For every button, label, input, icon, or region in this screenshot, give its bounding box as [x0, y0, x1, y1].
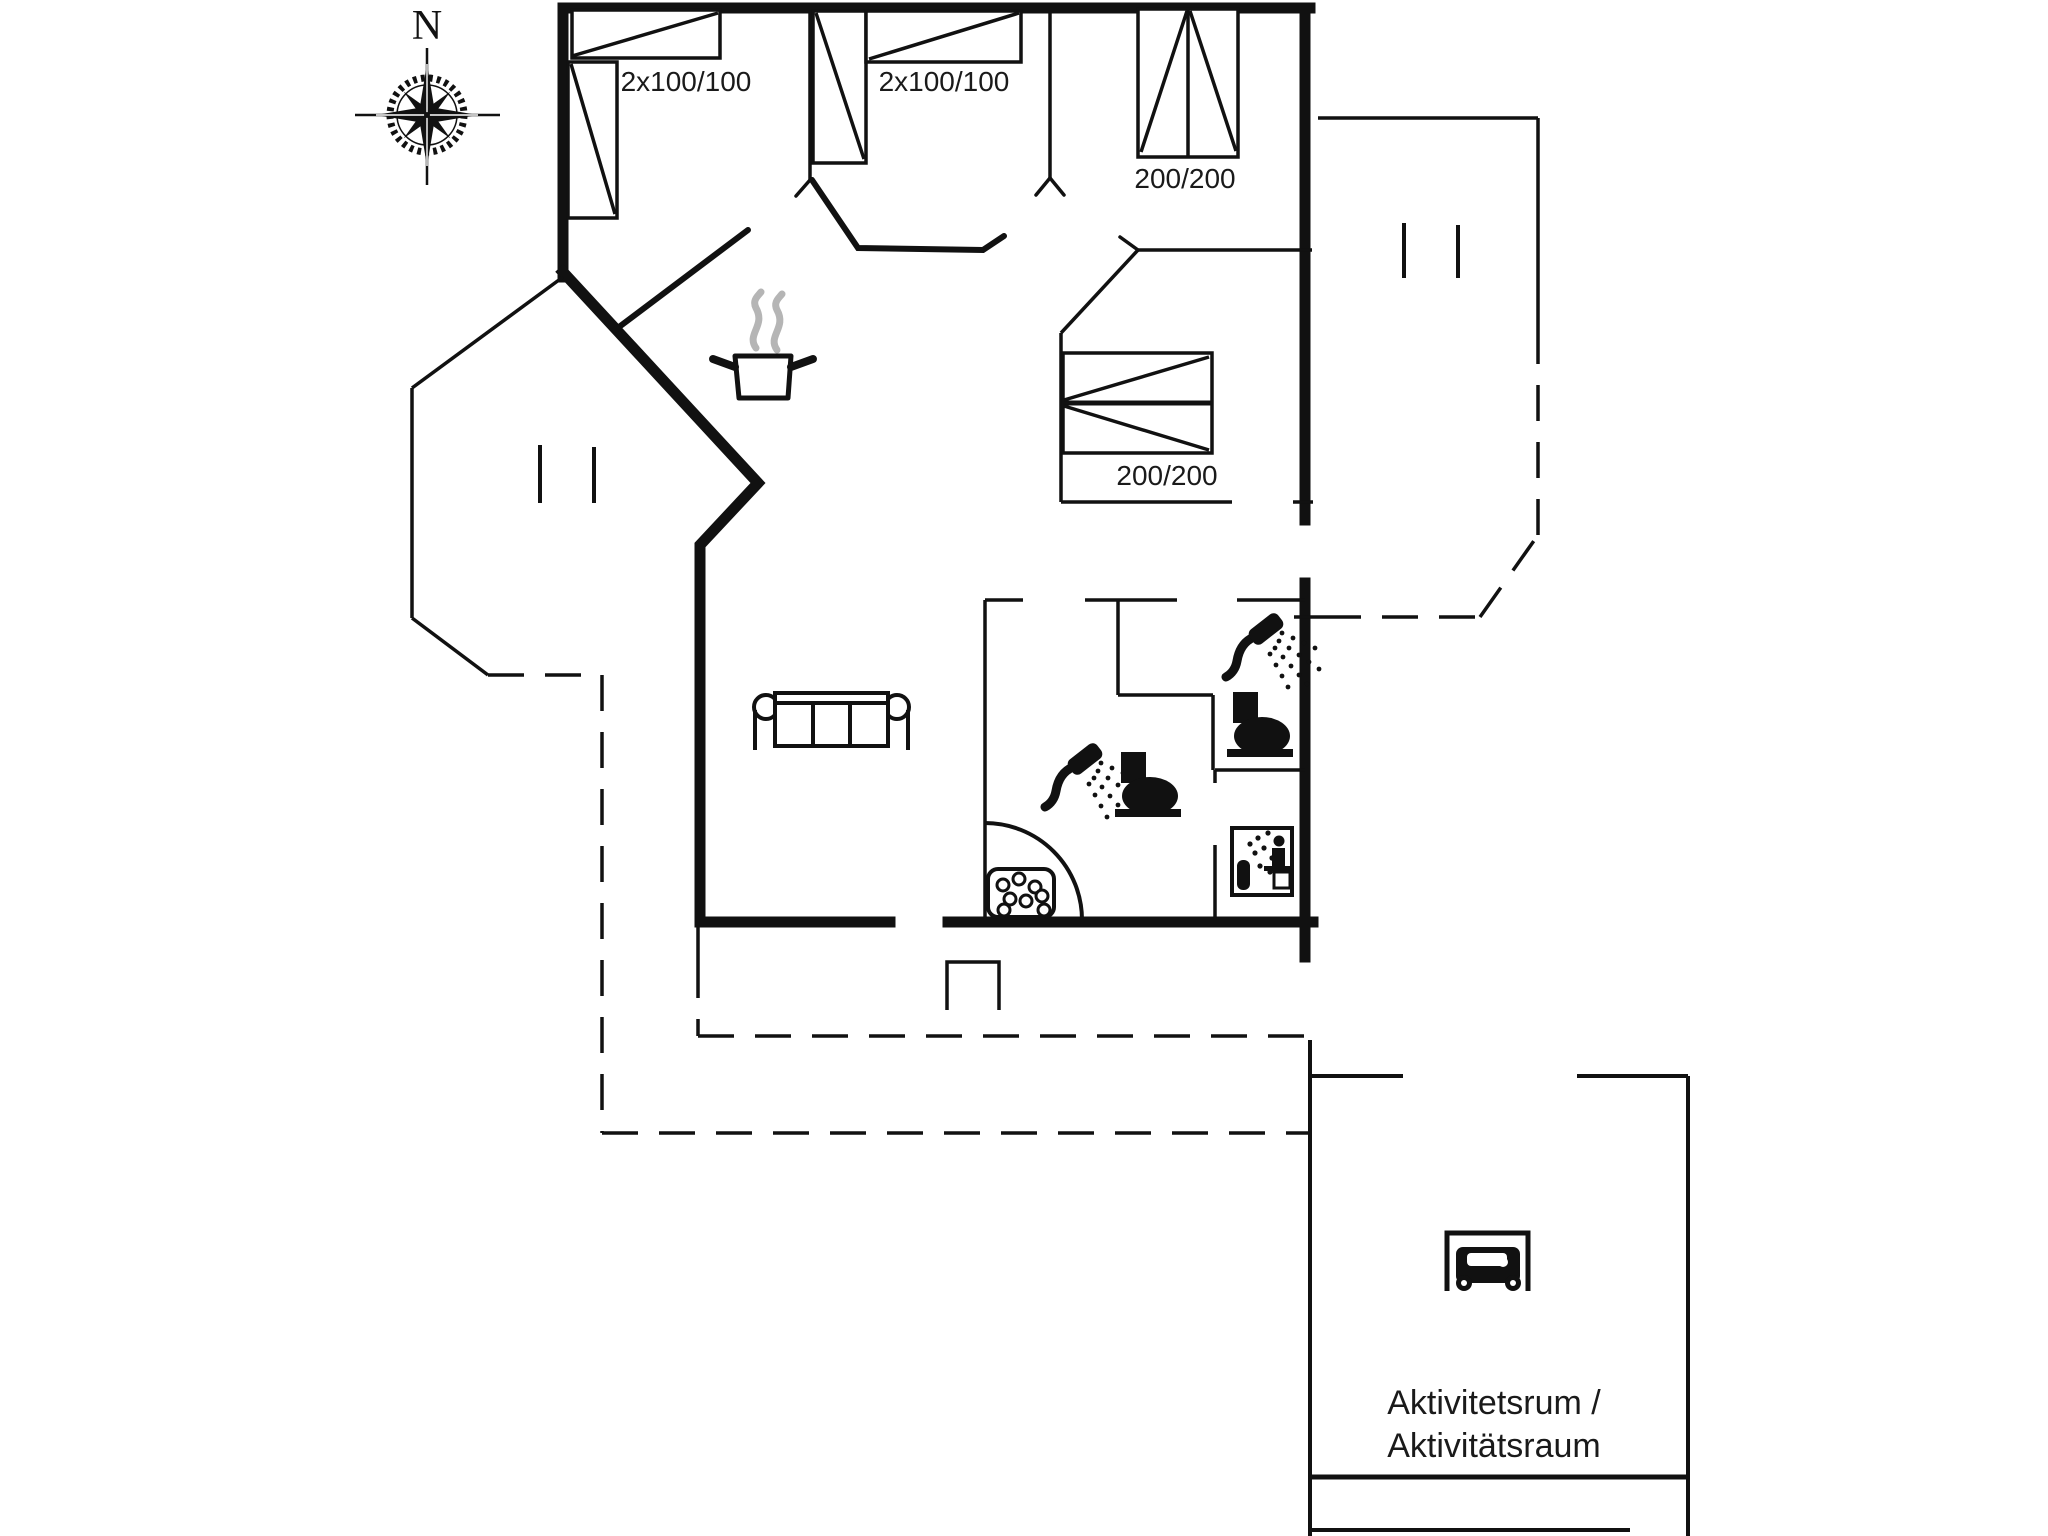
interior-thin-walls — [410, 13, 1540, 962]
bedroom4-bed-size-label: 200/200 — [1116, 460, 1218, 491]
bedroom2-beds-icon — [811, 9, 1023, 165]
bedroom1-bed-size-label: 2x100/100 — [620, 66, 752, 97]
bedroom3-double-bed-icon — [1136, 7, 1240, 159]
door-swing-marks — [794, 176, 1140, 252]
bedroom4-double-bed-icon — [1061, 351, 1214, 455]
bedroom2-bed-size-label: 2x100/100 — [878, 66, 1010, 97]
activity-room-label: Aktivitetsrum / Aktivitätsraum — [1294, 1382, 1694, 1468]
compass-north-label: N — [411, 3, 443, 49]
terrace-dashed-boundaries — [488, 330, 1540, 1135]
sofa-icon — [752, 691, 911, 750]
sauna-icon — [1230, 826, 1294, 897]
bedroom3-bed-size-label: 200/200 — [1134, 163, 1236, 194]
cooking-pot-icon — [709, 288, 817, 401]
activity-room-label-line1: Aktivitetsrum / — [1387, 1384, 1601, 1422]
whirlpool-tub-icon — [984, 821, 1084, 921]
toilet-icon — [1115, 752, 1181, 817]
activity-room-outline — [1308, 1040, 1690, 1536]
window-marks — [538, 223, 1460, 503]
interior-medium-walls — [612, 177, 1007, 333]
entrance-porch-mark — [945, 960, 1001, 1010]
activity-room-label-line2: Aktivitätsraum — [1387, 1427, 1601, 1465]
toilet-icon — [1227, 692, 1293, 757]
car-in-garage-icon — [1444, 1230, 1531, 1291]
compass-rose-icon — [355, 48, 500, 185]
bedroom1-beds-icon — [566, 8, 722, 220]
